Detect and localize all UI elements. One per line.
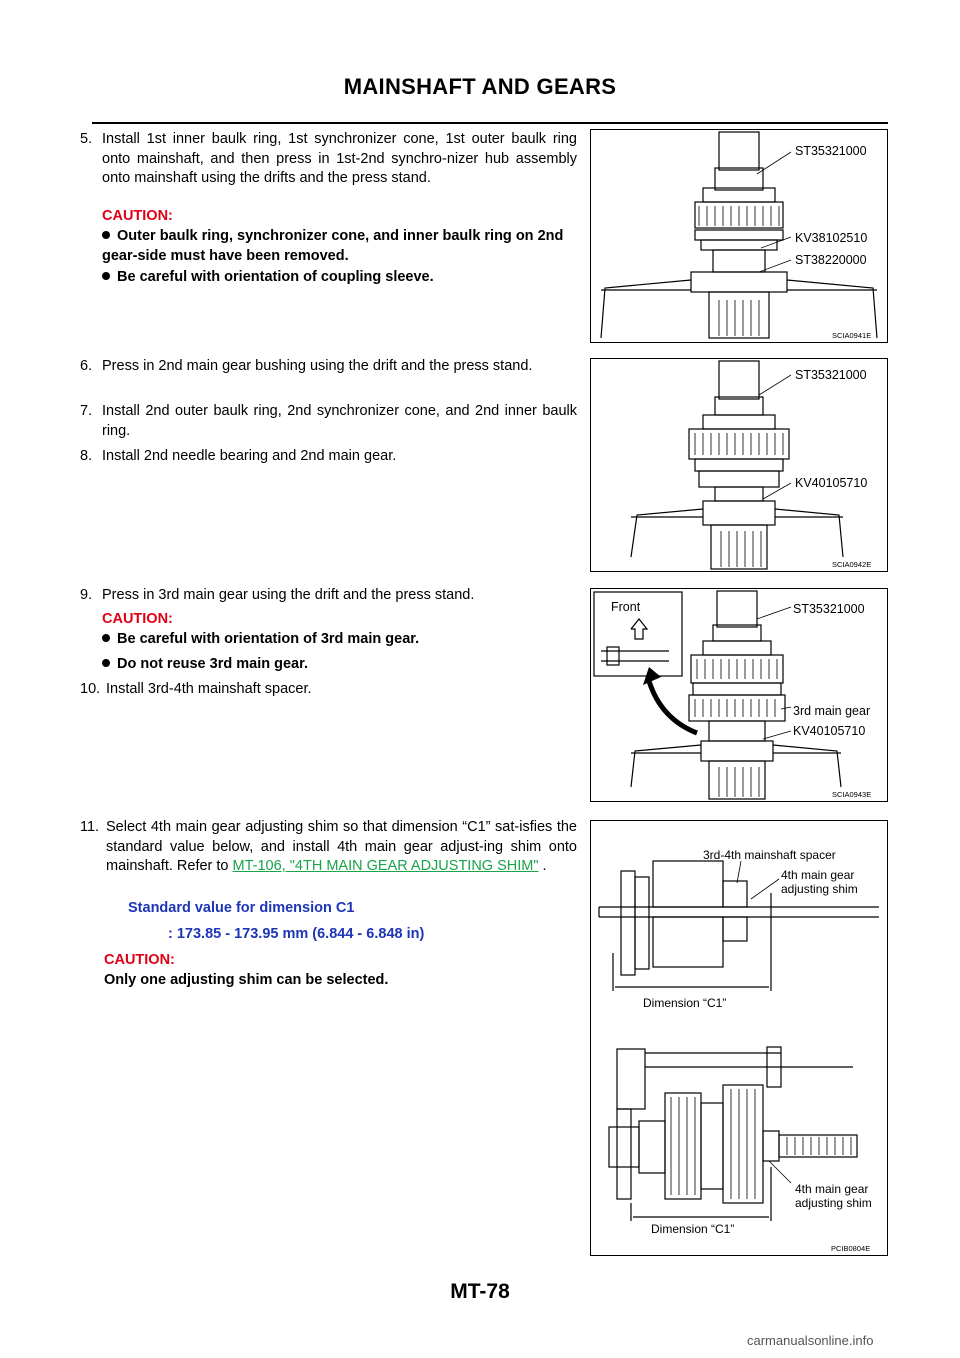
caution-label: CAUTION: [104,952,175,968]
inset-label: Front [611,600,641,614]
bullet-icon [102,231,110,240]
step-11: 11. Select 4th main gear adjusting shim … [80,818,577,877]
figure-label: 3rd-4th mainshaft spacer [703,848,836,862]
step-6: 6. Press in 2nd main gear bushing using … [80,357,577,377]
figure-id: SCIA0943E [832,790,871,799]
bullet-icon [102,659,110,668]
caution-bullet: Outer baulk ring, synchronizer cone, and… [102,227,577,266]
figure-label: 3rd main gear [793,704,870,718]
step-text: Select 4th main gear adjusting shim so t… [106,818,577,877]
figure-id: SCIA0941E [832,331,871,340]
figure-label: KV38102510 [795,231,867,245]
step-7: 7. Install 2nd outer baulk ring, 2nd syn… [80,402,577,441]
step-8: 8. Install 2nd needle bearing and 2nd ma… [80,447,577,467]
figure-label: KV40105710 [793,724,865,738]
step-number: 8. [80,448,93,464]
step-number: 9. [80,587,93,603]
caution-bullet: Be careful with orientation of coupling … [102,268,577,288]
step-9: 9. Press in 3rd main gear using the drif… [80,586,577,606]
bullet-text: Outer baulk ring, synchronizer cone, and… [102,228,564,264]
standard-value: : 173.85 - 173.95 mm (6.844 - 6.848 in) [168,926,425,942]
dimension-label: Dimension “C1” [651,1222,734,1236]
caution-text: Only one adjusting shim can be selected. [104,972,389,988]
step-number: 11. [80,819,100,835]
bullet-text: Do not reuse 3rd main gear. [117,656,308,672]
figure-scia0942e: ST35321000 KV40105710 SCIA0942E [590,358,888,572]
page-number: MT-78 [450,1280,510,1303]
step-number: 6. [80,358,93,374]
dimension-label: Dimension “C1” [643,996,726,1010]
mainshaft-illustration: 3rd-4th mainshaft spacer 4th main gear a… [598,848,879,1253]
figure-pcib0804e: 3rd-4th mainshaft spacer 4th main gear a… [590,820,888,1256]
reference-link[interactable]: MT-106, "4TH MAIN GEAR ADJUSTING SHIM" [232,858,539,874]
title-rule [92,122,888,124]
step-10: 10. Install 3rd-4th mainshaft spacer. [80,680,577,700]
figure-label: ST35321000 [793,602,865,616]
figure-label: adjusting shim [781,882,858,896]
step-text-part: . [538,858,547,874]
step-text: Press in 2nd main gear bushing using the… [102,358,533,374]
caution-bullet: Do not reuse 3rd main gear. [102,655,577,675]
step-text-part: Select 4th main gear adjusting shim so t… [106,819,577,874]
step-text: Install 1st inner baulk ring, 1st synchr… [102,131,577,186]
caution-label: CAUTION: [102,611,173,627]
caution-bullet: Be careful with orientation of 3rd main … [102,630,577,650]
watermark: carmanualsonline.info [747,1333,874,1348]
standard-value-label: Standard value for dimension C1 [128,900,355,916]
step-number: 10. [80,681,101,697]
figure-label: ST38220000 [795,253,867,267]
press-illustration: ST35321000 KV38102510 ST38220000 SCIA094… [600,131,878,340]
step-5: 5. Install 1st inner baulk ring, 1st syn… [80,130,577,189]
figure-label: ST35321000 [795,144,867,158]
figure-label: KV40105710 [795,476,867,490]
figure-label: 4th main gear [781,868,854,882]
step-text: Install 3rd-4th mainshaft spacer. [106,681,312,697]
press-illustration: ST35321000 KV40105710 SCIA0942E [630,360,871,570]
caution-label: CAUTION: [102,208,173,224]
bullet-icon [102,634,110,643]
step-text: Install 2nd needle bearing and 2nd main … [102,448,397,464]
figure-scia0941e: ST35321000 KV38102510 ST38220000 SCIA094… [590,129,888,343]
bullet-icon [102,272,110,281]
figure-scia0943e: Front ST35321000 3rd main gear KV4010571… [590,588,888,802]
page-title: MAINSHAFT AND GEARS [343,74,617,99]
bullet-text: Be careful with orientation of 3rd main … [117,631,420,647]
step-number: 7. [80,403,93,419]
bullet-text: Be careful with orientation of coupling … [117,269,434,285]
figure-id: PCIB0804E [831,1244,870,1253]
figure-label: 4th main gear [795,1182,868,1196]
figure-label: ST35321000 [795,368,867,382]
step-text: Press in 3rd main gear using the drift a… [102,587,475,603]
figure-id: SCIA0942E [832,560,871,569]
step-text: Install 2nd outer baulk ring, 2nd synchr… [102,403,577,439]
press-illustration: Front ST35321000 3rd main gear KV4010571… [593,590,871,800]
step-number: 5. [80,131,93,147]
figure-label: adjusting shim [795,1196,872,1210]
